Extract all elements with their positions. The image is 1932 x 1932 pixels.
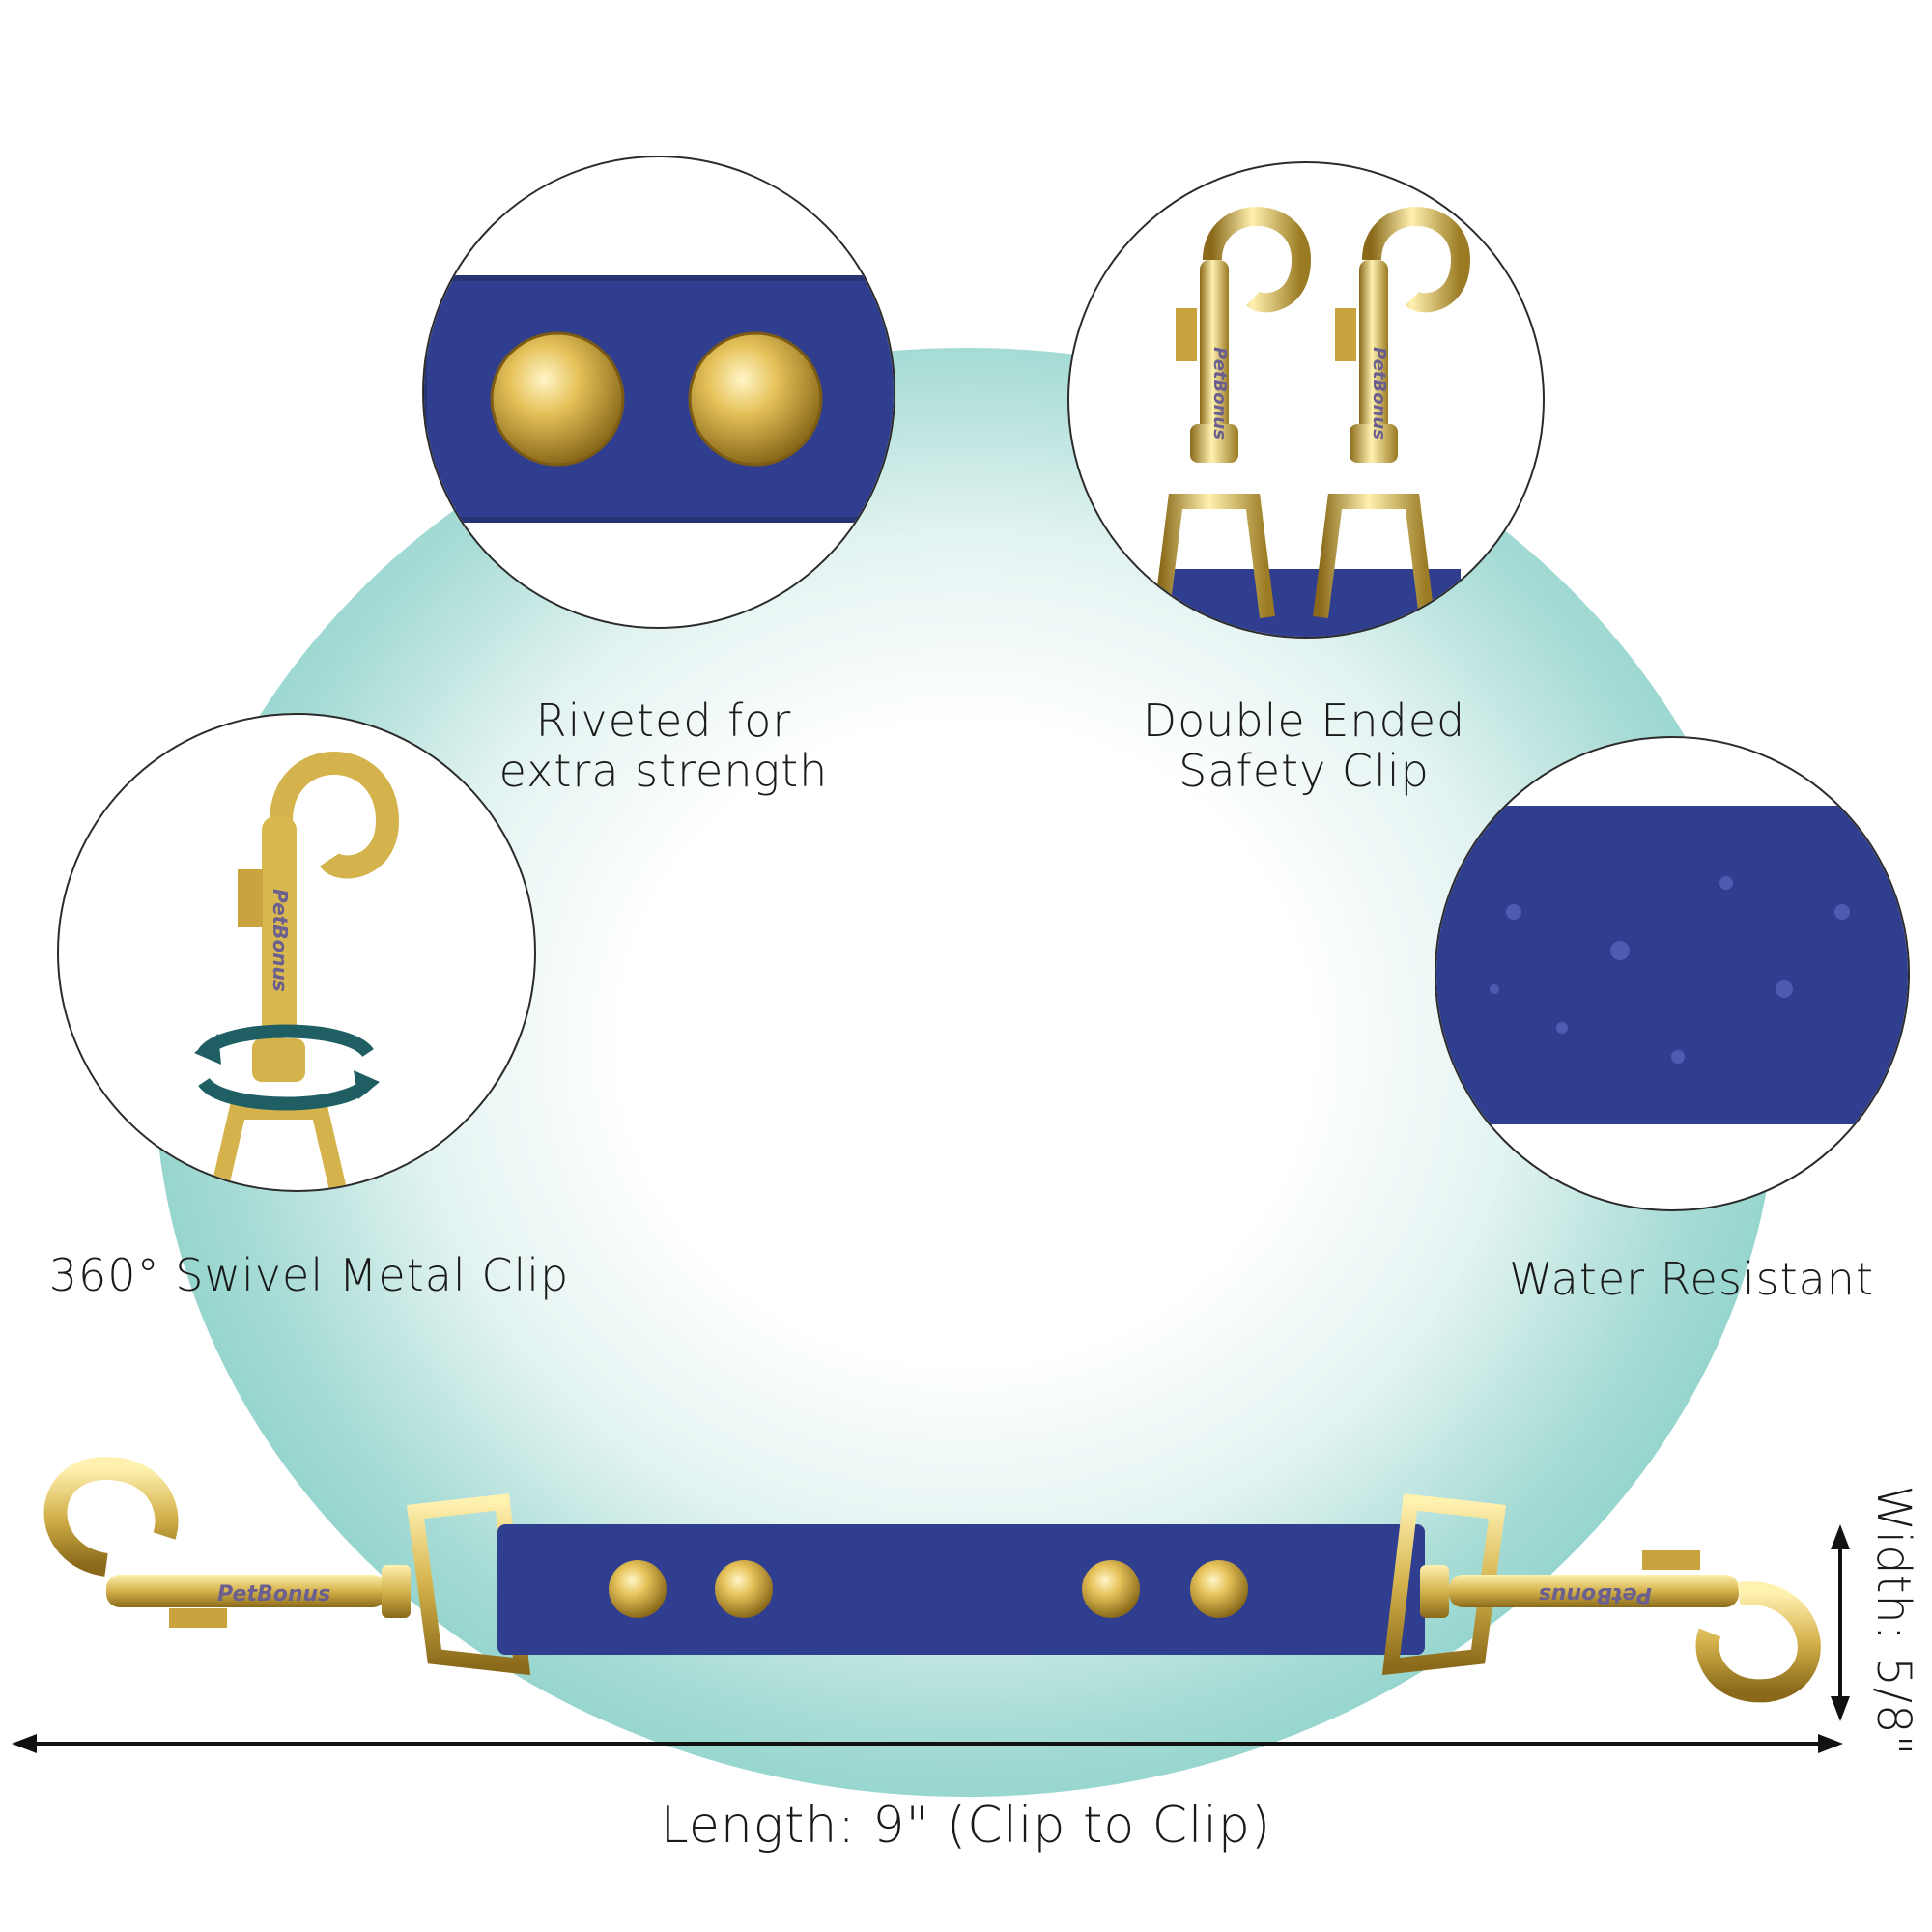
water-label: Water Resistant [1509, 1253, 1874, 1305]
swivel-circle: PetBonus [57, 713, 536, 1192]
clip-left: PetBonus [1153, 207, 1312, 618]
water-resistant-circle [1435, 736, 1910, 1211]
swivel-clip-image: PetBonus [194, 752, 400, 1190]
swivel-arrow-icon [194, 1024, 380, 1111]
riveted-circle [422, 156, 895, 629]
swivel-label: 360° Swivel Metal Clip [48, 1249, 570, 1301]
rivet-right [688, 331, 823, 467]
double-clip-image: PetBonus PetBonus [1153, 207, 1471, 637]
right-snap-clip: PetBonus [1381, 1493, 1821, 1703]
main-product-image: PetBonus PetBonus [43, 1456, 1821, 1703]
swivel-clip-brand: PetBonus [269, 889, 292, 992]
clip-left-brand: PetBonus [1209, 347, 1230, 440]
clip-right-brand: PetBonus [1369, 347, 1389, 440]
rivet-left [490, 331, 625, 467]
left-clip-brand: PetBonus [217, 1582, 330, 1606]
riveted-label: Riveted for extra strength [498, 695, 829, 797]
strap [497, 1524, 1425, 1655]
riveted-strap-image [424, 275, 894, 523]
left-snap-clip: PetBonus [43, 1456, 531, 1676]
water-strap-image [1436, 806, 1908, 1124]
double-ended-circle: PetBonus PetBonus [1067, 161, 1545, 639]
clip-right: PetBonus [1313, 207, 1471, 618]
right-clip-brand: PetBonus [1539, 1582, 1652, 1606]
length-label: Length: 9" (Clip to Clip) [660, 1797, 1272, 1855]
width-label: Width: 5/8" [1866, 1485, 1920, 1757]
double-ended-label: Double Ended Safety Clip [1142, 695, 1466, 797]
